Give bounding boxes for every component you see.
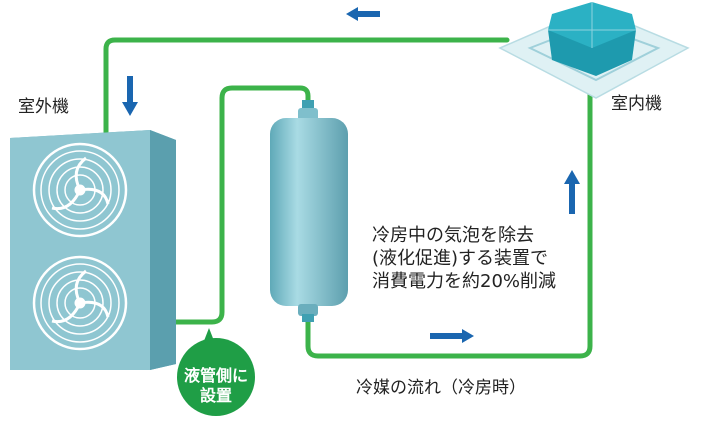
indoor-unit-label: 室内機 [611, 94, 662, 114]
fan-icon [32, 142, 128, 238]
description-line: 消費電力を約20%削減 [372, 271, 557, 292]
flow-caption: 冷媒の流れ（冷房時） [356, 378, 526, 398]
arrow-icon [346, 7, 380, 21]
arrow-icon [122, 76, 138, 116]
outdoor-unit-label: 室外機 [18, 97, 69, 117]
refrigerant-pipe [103, 37, 593, 359]
fan-icon [32, 255, 128, 351]
description-line: 冷房中の気泡を除去 [372, 225, 534, 246]
badge-label: 液管側に 設置 [176, 366, 256, 406]
description-line: (液化促進)する装置で [372, 248, 549, 269]
arrow-icon [430, 329, 474, 343]
badge-line: 液管側に [183, 366, 248, 385]
indoor-unit [498, 2, 690, 99]
badge-line: 設置 [199, 386, 232, 405]
outdoor-unit [10, 130, 176, 370]
install-location-badge [177, 328, 255, 416]
device-description: 冷房中の気泡を除去 (液化促進)する装置で 消費電力を約20%削減 [372, 224, 556, 293]
arrow-icon [564, 170, 580, 214]
bubble-remover-canister [270, 100, 348, 322]
